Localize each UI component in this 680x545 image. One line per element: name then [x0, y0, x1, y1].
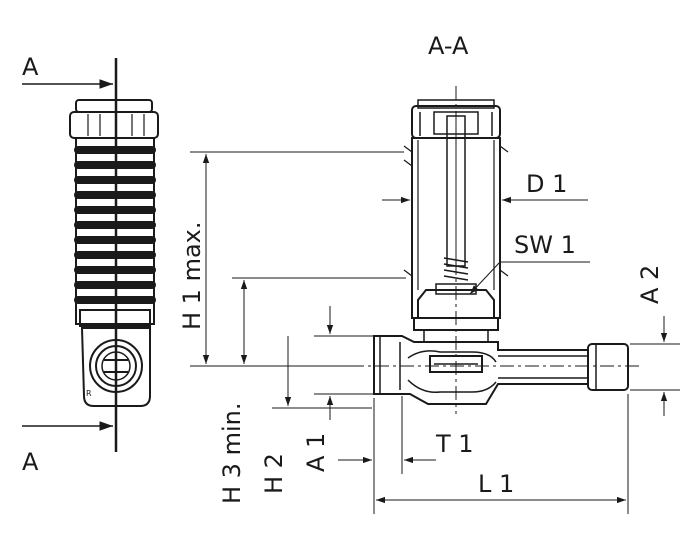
h2-label: H 2 — [260, 453, 288, 494]
section-view: A-A — [350, 32, 640, 414]
section-marker-top-label: A — [22, 53, 39, 81]
dimensions: H 1 max. H 3 min. H 2 A 1 T 1 L 1 D 1 SW — [178, 151, 680, 514]
h3-label: H 3 min. — [218, 403, 246, 504]
section-title: A-A — [428, 32, 469, 60]
outlet-connection — [587, 343, 629, 391]
a1-label: A 1 — [302, 433, 330, 472]
a2-label: A 2 — [636, 265, 664, 304]
svg-text:R: R — [86, 389, 92, 398]
port-outer-ring — [89, 339, 143, 393]
cap-top — [75, 99, 153, 113]
ribbed-body — [75, 137, 155, 325]
section-marker-bottom-label: A — [22, 448, 39, 476]
h1-label: H 1 max. — [178, 222, 206, 331]
side-view: R A A — [22, 53, 159, 476]
sw1-label: SW 1 — [514, 231, 576, 259]
cooling-ribs — [74, 146, 156, 304]
spring — [443, 257, 469, 281]
l1-label: L 1 — [478, 470, 514, 498]
valve-seat — [429, 355, 483, 373]
d1-label: D 1 — [526, 170, 567, 198]
cap-body — [69, 111, 159, 139]
valve-body-side — [80, 327, 151, 407]
t1-label: T 1 — [435, 430, 474, 458]
